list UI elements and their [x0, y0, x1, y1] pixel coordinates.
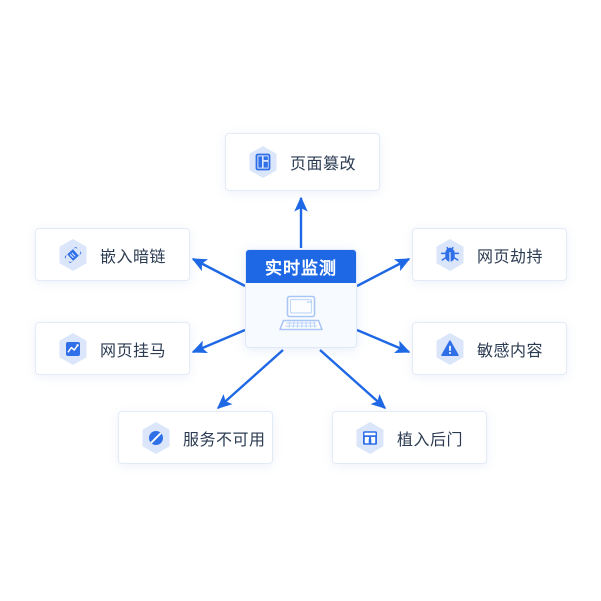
center-node-header: 实时监测	[246, 250, 356, 283]
arrow-to-webpage-trojan	[191, 328, 246, 354]
node-card-webpage-hijack[interactable]: 网页劫持	[412, 228, 567, 281]
node-label-page-tamper: 页面篡改	[290, 156, 357, 173]
node-card-implanted-backdoor[interactable]: 植入后门	[332, 411, 487, 464]
trend-chart-icon	[58, 332, 88, 366]
center-node-title: 实时监测	[265, 259, 337, 278]
arrow-to-embedded-dark-link	[191, 257, 246, 288]
laptop-icon	[278, 293, 324, 338]
arrow-to-implanted-backdoor	[319, 349, 387, 409]
node-card-sensitive-content[interactable]: 敏感内容	[412, 322, 567, 375]
node-label-implanted-backdoor: 植入后门	[397, 431, 464, 449]
ban-icon	[141, 421, 171, 455]
arrow-to-sensitive-content	[356, 328, 411, 354]
node-card-embedded-dark-link[interactable]: 嵌入暗链	[35, 228, 190, 281]
node-label-webpage-hijack: 网页劫持	[477, 248, 544, 266]
node-label-webpage-trojan: 网页挂马	[100, 342, 167, 360]
center-node[interactable]: 实时监测	[245, 249, 357, 348]
page-layout-icon	[248, 145, 278, 179]
node-label-embedded-dark-link: 嵌入暗链	[100, 248, 167, 266]
backdoor-gate-icon	[355, 421, 385, 455]
bug-icon	[435, 238, 465, 272]
dark-link-icon	[58, 238, 88, 272]
arrow-to-service-unavailable	[216, 349, 284, 409]
node-card-page-tamper[interactable]: 页面篡改	[225, 133, 380, 191]
node-card-service-unavailable[interactable]: 服务不可用	[118, 411, 273, 464]
node-label-sensitive-content: 敏感内容	[477, 342, 544, 360]
center-node-body	[246, 283, 356, 347]
arrow-to-webpage-hijack	[356, 257, 411, 288]
node-label-service-unavailable: 服务不可用	[183, 431, 266, 449]
node-card-webpage-trojan[interactable]: 网页挂马	[35, 322, 190, 375]
warning-triangle-icon	[435, 332, 465, 366]
